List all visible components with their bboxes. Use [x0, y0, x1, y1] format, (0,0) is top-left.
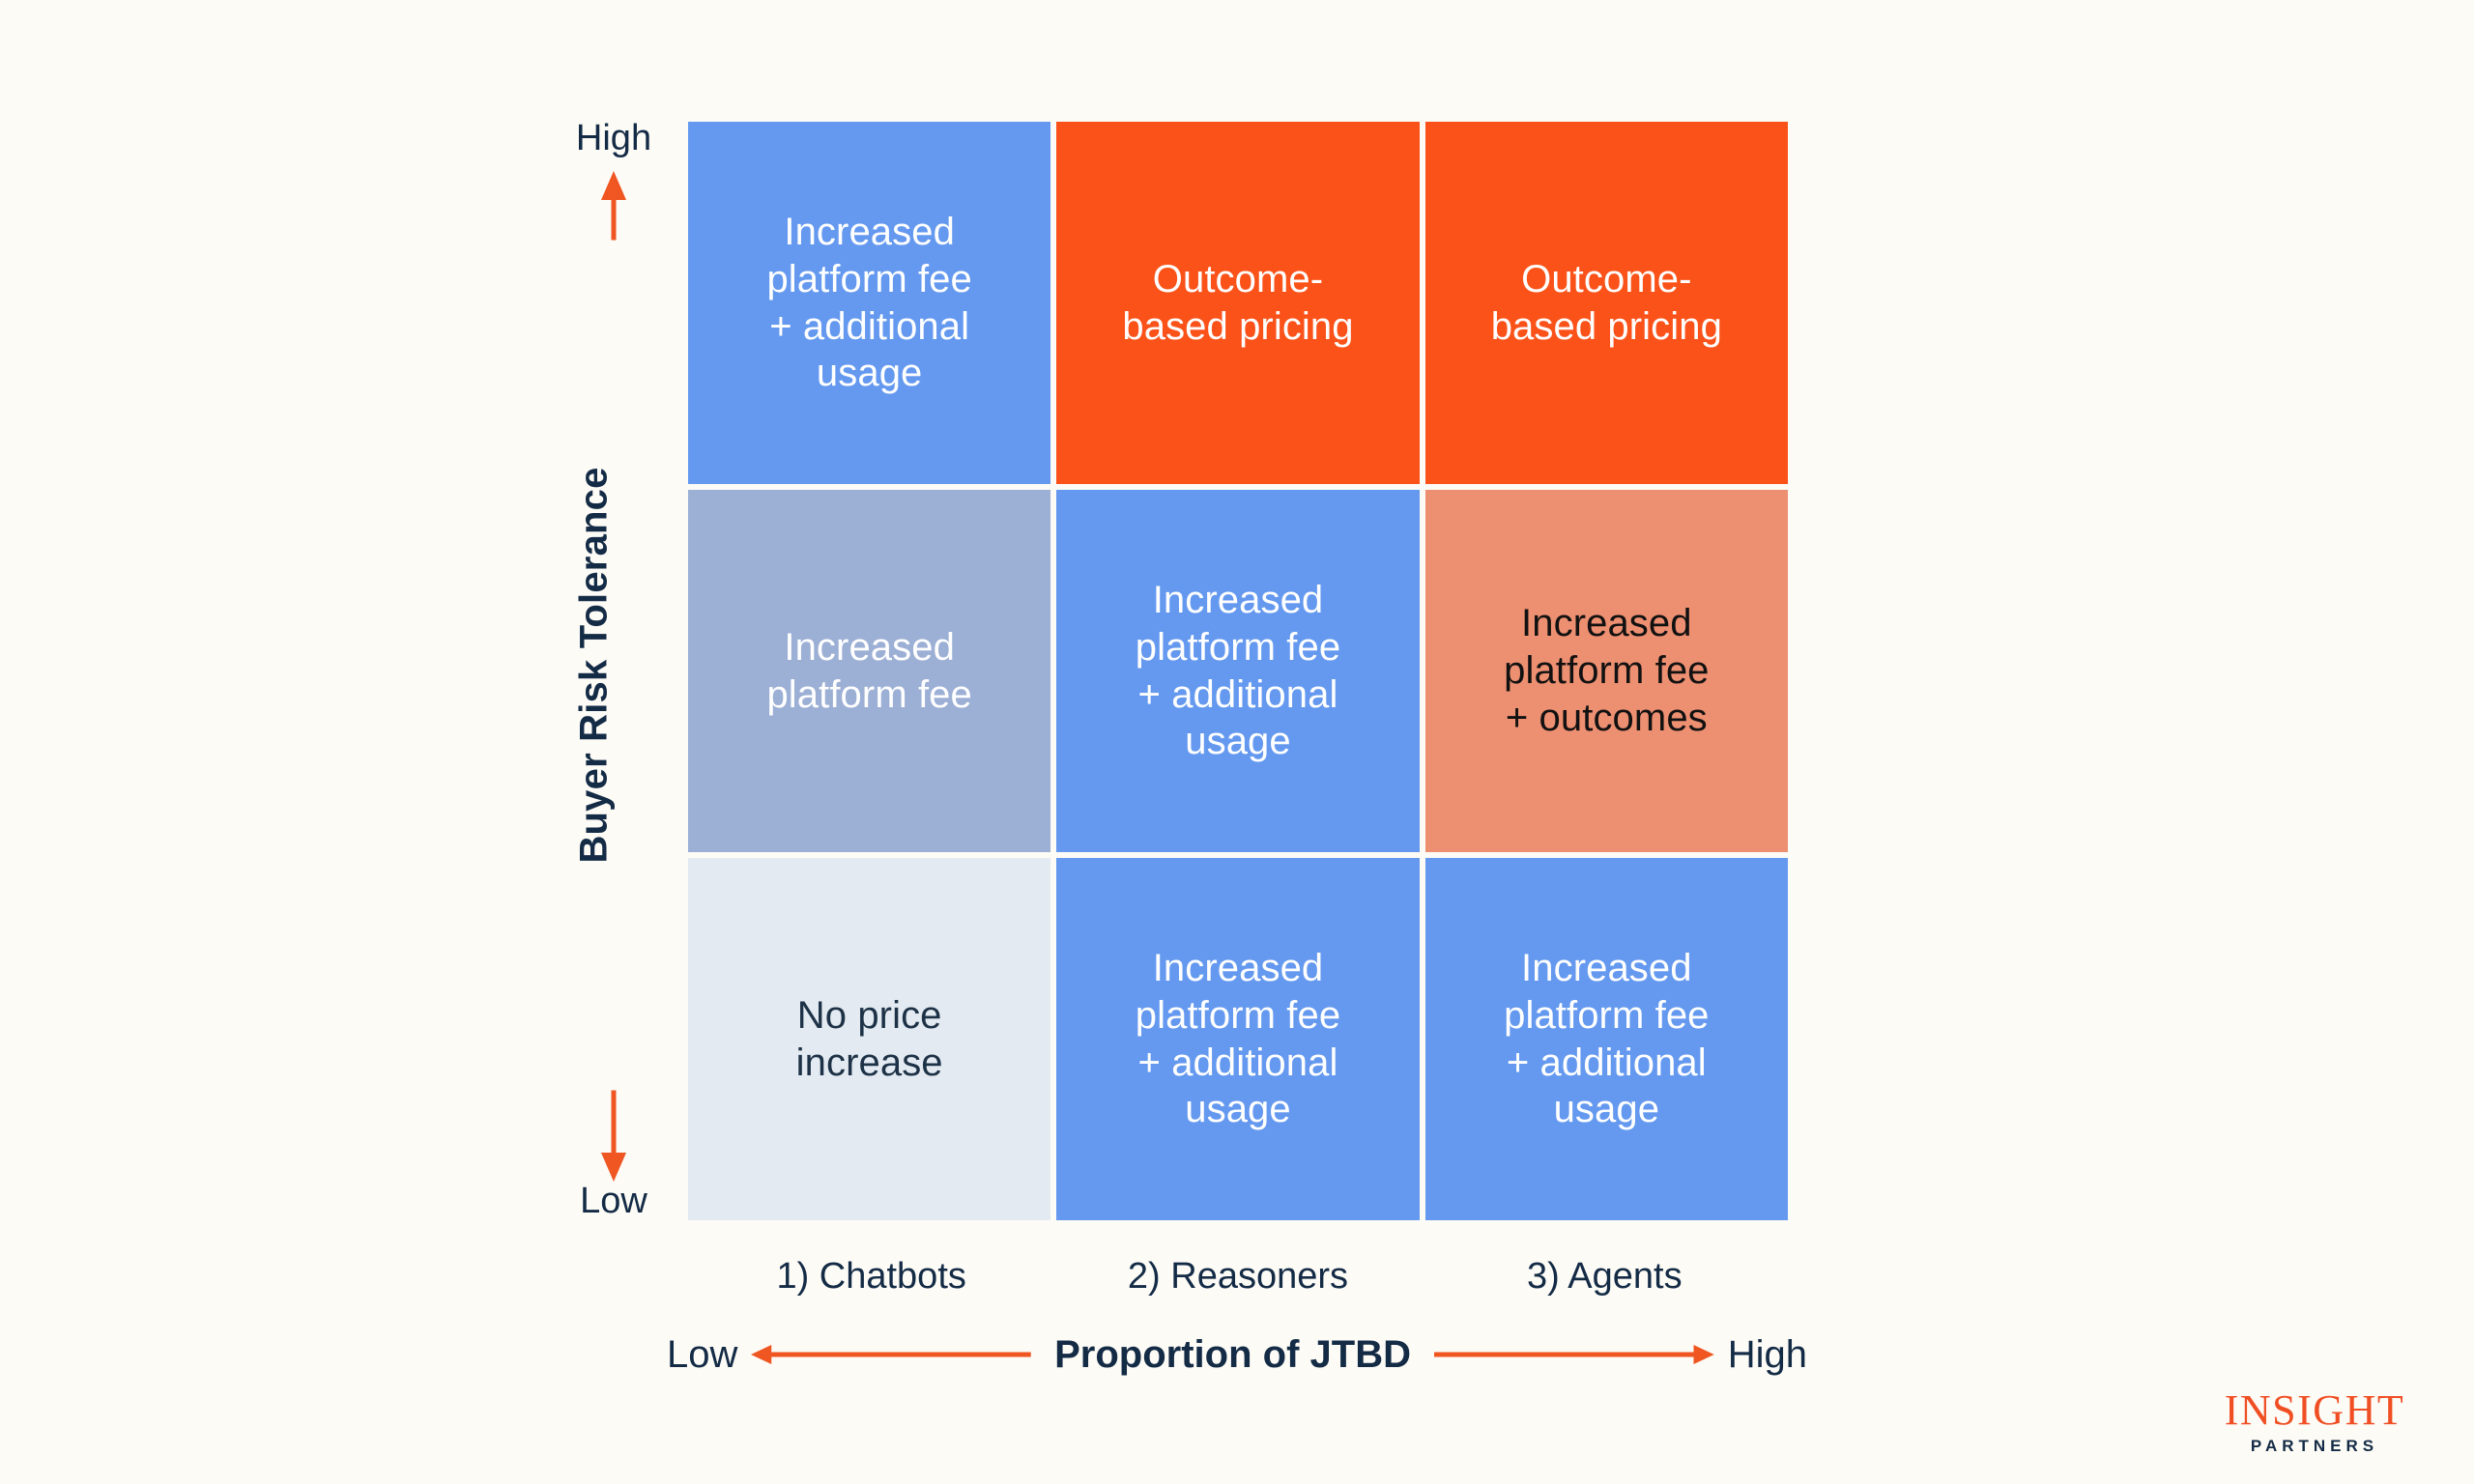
x-axis: Low Proportion of JTBD High	[667, 1326, 1807, 1384]
matrix-cell[interactable]: Increased platform fee	[688, 490, 1051, 852]
logo-secondary-text: PARTNERS	[2250, 1437, 2379, 1455]
matrix-cell[interactable]: No price increase	[688, 858, 1051, 1220]
x-axis-right-arrow	[1434, 1345, 1714, 1364]
matrix-cell[interactable]: Increased platform fee + additional usag…	[688, 122, 1051, 484]
matrix-cell[interactable]: Increased platform fee + additional usag…	[1056, 490, 1420, 852]
y-axis: High Buyer Risk Tolerance Low	[541, 97, 686, 1246]
x-axis-category-reasoners: 2) Reasoners	[1127, 1256, 1349, 1297]
matrix-cell-label: Outcome- based pricing	[1122, 257, 1354, 348]
matrix-cell[interactable]: Increased platform fee + outcomes	[1424, 490, 1788, 852]
y-axis-high-label: High	[575, 118, 652, 158]
x-axis-high-label: High	[1727, 1332, 1807, 1376]
matrix-cell-label: Increased platform fee + additional usag…	[1504, 946, 1710, 1131]
x-axis-left-arrow	[751, 1345, 1031, 1364]
matrix-cell[interactable]: Increased platform fee + additional usag…	[1424, 858, 1788, 1220]
x-axis-category-agents: 3) Agents	[1527, 1256, 1683, 1297]
matrix-cell[interactable]: Outcome- based pricing	[1056, 122, 1420, 484]
matrix-cell-label: No price increase	[795, 993, 943, 1084]
matrix-cell-label: Increased platform fee + additional usag…	[766, 210, 972, 395]
matrix-cell[interactable]: Increased platform fee + additional usag…	[1056, 858, 1420, 1220]
y-axis-low-label: Low	[580, 1181, 647, 1221]
y-axis-title: Buyer Risk Tolerance	[566, 240, 622, 1091]
matrix-cell-label: Outcome- based pricing	[1490, 257, 1722, 348]
matrix-cell-label: Increased platform fee + additional usag…	[1135, 946, 1341, 1131]
pricing-matrix-grid: Increased platform fee + additional usag…	[688, 122, 1788, 1220]
x-axis-title: Proportion of JTBD	[1054, 1332, 1411, 1376]
x-axis-category-labels: 1) Chatbots 2) Reasoners 3) Agents	[688, 1256, 1788, 1298]
x-axis-low-label: Low	[667, 1332, 738, 1376]
insight-partners-logo: INSIGHT PARTNERS	[2218, 1386, 2411, 1455]
matrix-cell[interactable]: Outcome- based pricing	[1424, 122, 1788, 484]
matrix-cell-label: Increased platform fee	[766, 625, 972, 716]
logo-primary-text: INSIGHT	[2224, 1386, 2405, 1434]
matrix-cell-label: Increased platform fee + outcomes	[1504, 602, 1710, 739]
matrix-cell-label: Increased platform fee + additional usag…	[1135, 578, 1341, 763]
x-axis-category-chatbots: 1) Chatbots	[776, 1256, 966, 1297]
